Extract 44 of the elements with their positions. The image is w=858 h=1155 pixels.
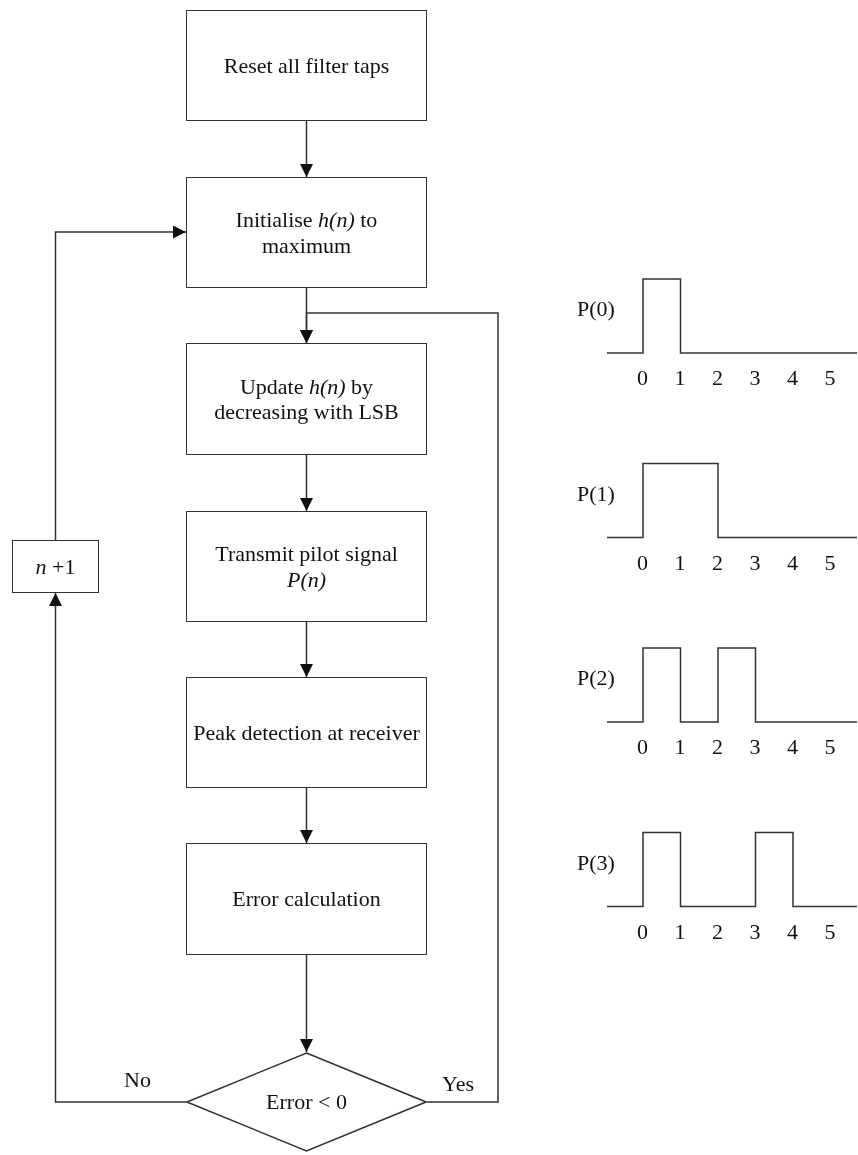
tick-label: 1 — [674, 367, 686, 389]
arrow — [300, 120, 313, 178]
signal-label: P(3) — [577, 851, 615, 874]
tick-label: 3 — [749, 920, 761, 943]
counter-box: n +1 — [12, 540, 99, 593]
tick-label: 4 — [787, 551, 798, 574]
tick-label: 0 — [637, 736, 648, 758]
tick-label: 0 — [637, 551, 648, 574]
arrow — [300, 621, 313, 678]
process-box: Peak detection at receiver — [186, 677, 427, 788]
process-box: Initialise h(n) to maximum — [186, 177, 427, 288]
tick-label: 2 — [712, 920, 723, 943]
decision-diamond: Error < 0 — [186, 1052, 427, 1152]
signal-label: P(2) — [577, 667, 615, 689]
process-box: Reset all filter taps — [186, 10, 427, 121]
tick-label: 0 — [637, 920, 648, 943]
signal-label: P(0) — [577, 298, 615, 320]
process-box: Transmit pilot signal P(n) — [186, 511, 427, 622]
tick-label: 1 — [674, 551, 686, 574]
tick-label: 4 — [787, 736, 798, 758]
arrow — [49, 592, 187, 1103]
tick-label: 1 — [674, 920, 686, 943]
tick-label: 5 — [824, 920, 836, 943]
tick-label: 0 — [637, 367, 648, 389]
tick-label: 5 — [824, 736, 836, 758]
tick-label: 3 — [749, 736, 761, 758]
tick-label: 4 — [787, 367, 798, 389]
arrow — [54, 225, 187, 541]
tick-label: 5 — [824, 367, 836, 389]
tick-label: 2 — [712, 551, 723, 574]
tick-label: 2 — [712, 367, 723, 389]
tick-label: 3 — [749, 367, 761, 389]
tick-label: 2 — [712, 736, 723, 758]
arrow — [300, 787, 313, 844]
tick-label: 1 — [674, 736, 686, 758]
signal-label: P(1) — [577, 482, 615, 505]
arrow — [300, 954, 313, 1053]
process-box: Update h(n) by decreasing with LSB — [186, 343, 427, 455]
process-box: Error calculation — [186, 843, 427, 955]
arrow — [300, 312, 499, 1103]
tick-label: 4 — [787, 920, 798, 943]
arrow — [300, 454, 313, 512]
tick-label: 5 — [824, 551, 836, 574]
tick-label: 3 — [749, 551, 761, 574]
